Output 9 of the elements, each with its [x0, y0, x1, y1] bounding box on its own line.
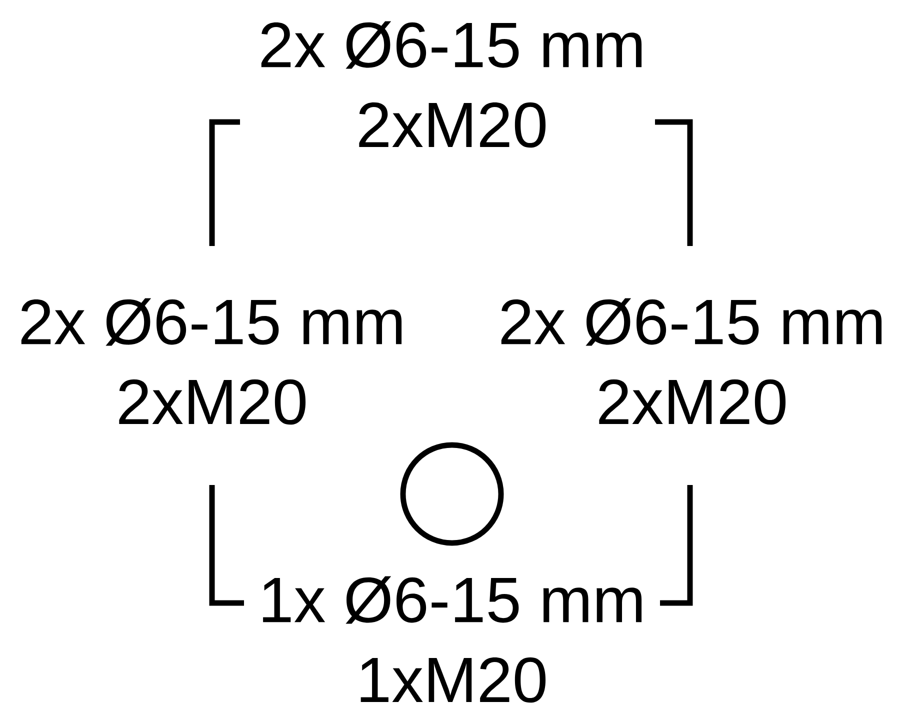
cable-entry-circle [400, 442, 504, 546]
dimension-label: 2xM20 [119, 379, 306, 425]
dimension-label: 2x Ø6-15 mm [501, 298, 882, 346]
dimension-label: 2xM20 [599, 379, 786, 425]
dimension-label: 2x Ø6-15 mm [261, 21, 642, 69]
dimension-label: 1x Ø6-15 mm [263, 576, 642, 624]
dimension-label: 2xM20 [359, 102, 546, 148]
dimension-label: 2x Ø6-15 mm [21, 298, 402, 346]
dimension-label: 1xM20 [360, 657, 546, 703]
